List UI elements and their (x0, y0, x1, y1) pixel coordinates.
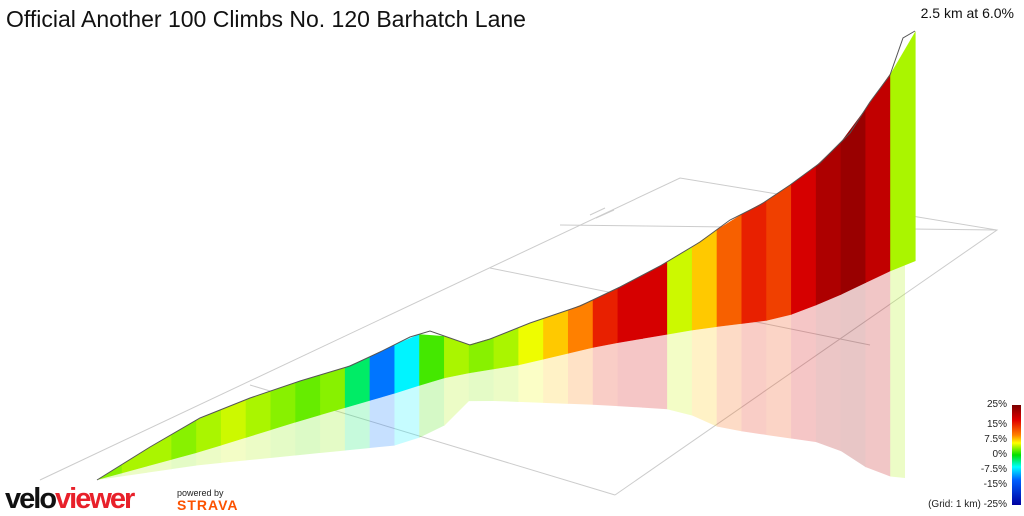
gradient-strip (642, 261, 668, 339)
gradient-strip (245, 390, 272, 438)
gradient-strip (171, 419, 197, 460)
gradient-strip (146, 434, 172, 467)
gradient-strip (865, 72, 891, 283)
gradient-strip (518, 318, 544, 366)
gradient-strip (617, 274, 643, 344)
legend-label: -15% (983, 479, 1007, 490)
gradient-strip (394, 334, 420, 394)
strava-logo[interactable]: STRAVA (177, 497, 239, 513)
gradient-strip (220, 399, 247, 446)
reflection-strip (741, 320, 767, 436)
profile-strips (97, 31, 916, 480)
reflection-strip (121, 466, 148, 477)
legend-label: 15% (986, 419, 1007, 430)
gradient-strip (667, 246, 693, 335)
veloviewer-logo[interactable]: veloviewer (5, 483, 135, 515)
gradient-strip (320, 367, 346, 416)
gradient-color-scale (1012, 405, 1021, 505)
reflection-strip (691, 326, 718, 427)
gradient-strip (592, 287, 619, 348)
reflection-strip (196, 445, 222, 466)
reflection-strip (171, 452, 197, 470)
reflection-strip (592, 342, 619, 407)
profile-outline (96, 30, 916, 481)
reflection-strip (840, 282, 867, 468)
reflection-strip (270, 422, 296, 458)
reflection-strip (667, 330, 693, 416)
gradient-strip (567, 299, 594, 354)
reflection-strip (617, 338, 643, 408)
gradient-strip (840, 108, 867, 295)
gradient-strip (890, 31, 916, 272)
reflection-strip (220, 437, 247, 463)
gradient-strip (344, 356, 371, 408)
gradient-strip (444, 335, 470, 379)
reflection-strip (518, 359, 544, 403)
gradient-strip (815, 141, 842, 306)
gradient-strip (295, 374, 321, 423)
reflection-strip (493, 365, 519, 402)
gradient-strip (543, 309, 569, 360)
gradient-strip (741, 200, 767, 324)
gradient-strip (121, 448, 148, 474)
reflection-strip (245, 429, 272, 461)
reflection-strip (320, 407, 346, 453)
gradient-strip (196, 409, 222, 454)
reflection-strip (419, 378, 445, 438)
reflection-strip (543, 353, 569, 404)
legend-label: -7.5% (980, 464, 1007, 475)
reflection-strip (766, 314, 792, 439)
gradient-strip (791, 165, 817, 315)
reflection-strip (468, 369, 495, 402)
reflection-strip (791, 305, 817, 443)
profile-reflection (97, 264, 905, 480)
gradient-strip (691, 229, 718, 331)
gradient-strip (270, 382, 296, 431)
reflection-strip (394, 385, 420, 446)
gradient-strip (716, 213, 743, 327)
reflection-strip (344, 400, 371, 451)
reflection-strip (444, 373, 470, 426)
north-arrow-icon (589, 207, 615, 219)
reflection-strip (369, 393, 396, 449)
gradient-strip (419, 334, 445, 386)
gradient-strip (369, 344, 396, 401)
legend-label: 7.5% (984, 434, 1007, 445)
gradient-strip (766, 183, 792, 321)
page-title: Official Another 100 Climbs No. 120 Barh… (6, 6, 526, 32)
reflection-strip (716, 323, 743, 432)
powered-by-label: powered by (177, 488, 224, 498)
legend-label: 25% (986, 399, 1007, 410)
reflection-strip (865, 270, 891, 477)
reflection-strip (146, 459, 172, 473)
gradient-strip (493, 327, 519, 370)
reflection-strip (295, 414, 321, 456)
reflection-strip (815, 294, 842, 452)
reflection-strip (890, 264, 905, 478)
gradient-strip (468, 337, 495, 374)
legend-label: 0% (992, 449, 1007, 460)
reflection-strip (642, 334, 668, 410)
climb-summary: 2.5 km at 6.0% (920, 5, 1014, 21)
legend-label: (Grid: 1 km) -25% (928, 499, 1007, 510)
reflection-strip (567, 347, 594, 405)
